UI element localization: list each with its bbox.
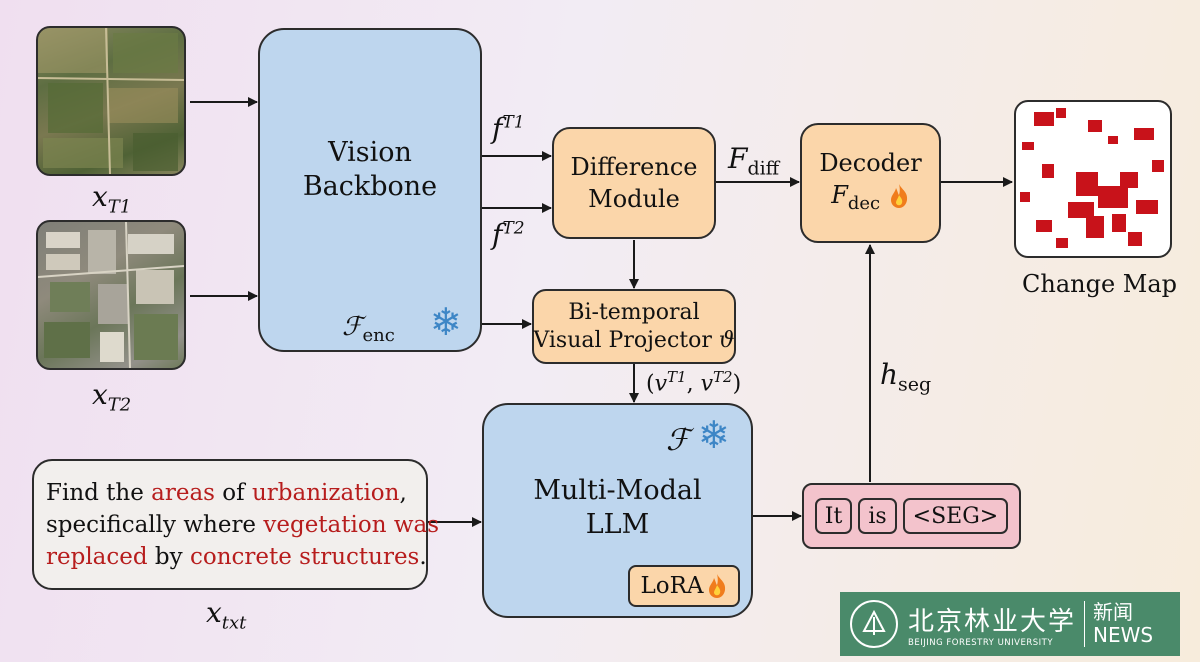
label-f-diff: Fdiff — [728, 142, 780, 180]
label-f-t2-sup: T2 — [502, 218, 525, 239]
difference-module-box: Difference Module — [552, 127, 716, 239]
decoder-title: Decoder — [819, 148, 922, 177]
llm-title-2: LLM — [585, 508, 650, 540]
label-x-txt-sub: txt — [221, 612, 247, 634]
university-seal-icon — [850, 600, 898, 648]
vision-backbone-box: Vision Backbone ℱenc ❄ — [258, 28, 482, 352]
text-prompt-box: Find the areas of urbanization, specific… — [32, 459, 439, 590]
satellite-image-t1 — [36, 26, 186, 176]
flame-icon — [890, 184, 907, 209]
change-map-image — [1014, 100, 1172, 258]
vision-backbone-title-1: Vision — [328, 137, 412, 168]
projector-symbol: ϑ — [718, 327, 735, 353]
token-it: It — [814, 498, 853, 534]
llm-func: ℱ — [666, 423, 690, 458]
projector-title-1: Bi-temporal — [568, 299, 700, 325]
decoder-func: F — [831, 180, 848, 209]
output-tokens-box: It is <SEG> — [802, 483, 1021, 549]
label-h-seg-sub: seg — [898, 373, 932, 396]
label-h-seg: hseg — [880, 358, 932, 396]
flame-icon — [708, 574, 725, 598]
label-f-t2: fT2 — [492, 218, 525, 251]
decoder-func-sub: dec — [847, 192, 881, 214]
difference-module-title-1: Difference — [570, 153, 698, 181]
label-x-t1: xT1 — [92, 180, 132, 218]
university-logo-watermark: 北京林业大学 BEIJING FORESTRY UNIVERSITY 新闻 NE… — [840, 592, 1180, 656]
label-x-t1-sub: T1 — [107, 196, 132, 218]
snowflake-icon: ❄ — [430, 300, 462, 344]
difference-module-title-2: Module — [588, 185, 680, 213]
token-seg: <SEG> — [902, 498, 1009, 534]
llm-box: ℱ ❄ Multi-Modal LLM LoRA — [482, 403, 753, 618]
label-f-t1-sup: T1 — [502, 112, 525, 133]
label-v-tokens: (vT1, vT2) — [646, 368, 742, 397]
label-x-t2-sub: T2 — [107, 394, 132, 416]
token-is: is — [858, 498, 897, 534]
logo-english-name: BEIJING FORESTRY UNIVERSITY — [908, 637, 1054, 648]
llm-title-1: Multi-Modal — [533, 474, 702, 506]
lora-label: LoRA — [640, 573, 704, 599]
projector-title-2: Visual Projector — [533, 327, 712, 353]
decoder-box: Decoder Fdec — [800, 123, 941, 243]
satellite-image-t2 — [36, 220, 186, 370]
label-f-diff-sub: diff — [747, 157, 780, 180]
change-map-label: Change Map — [1022, 270, 1178, 298]
logo-news-cn: 新闻 — [1093, 600, 1134, 624]
label-x-t2: xT2 — [92, 378, 132, 416]
logo-chinese-name: 北京林业大学 — [908, 606, 1077, 637]
lora-badge: LoRA — [628, 565, 740, 607]
projector-box: Bi-temporal Visual Projector ϑ — [532, 289, 736, 364]
vision-backbone-func-sub: enc — [362, 325, 395, 347]
vision-backbone-func: ℱenc — [342, 312, 395, 347]
label-f-t1: fT1 — [492, 112, 525, 145]
logo-news-en: NEWS — [1093, 623, 1154, 647]
vision-backbone-title-2: Backbone — [302, 171, 438, 202]
label-x-txt: xtxt — [206, 596, 247, 634]
snowflake-icon: ❄ — [698, 413, 730, 457]
